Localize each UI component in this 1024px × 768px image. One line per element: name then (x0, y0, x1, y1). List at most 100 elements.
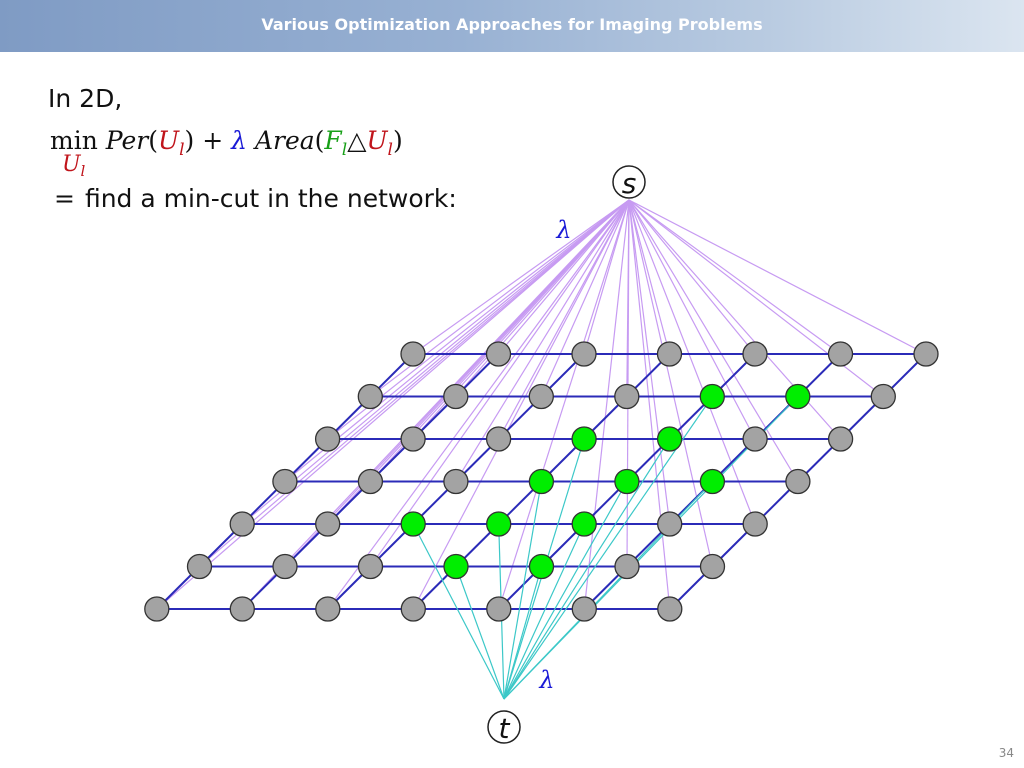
source-edge (199, 199, 630, 567)
min-cut-statement: = find a min-cut in the network: (54, 184, 457, 213)
sink-edge (412, 523, 505, 700)
background-node (272, 553, 298, 580)
slide-title: Various Optimization Approaches for Imag… (261, 15, 763, 34)
source-edge (628, 199, 841, 355)
source-edge (583, 199, 630, 355)
objective-formula: min Per(Ul) + λ Area(Fl△Ul) (50, 126, 403, 160)
source-edge (156, 199, 630, 610)
symmetric-difference: △ (347, 126, 367, 155)
foreground-node (571, 426, 597, 452)
foreground-node (699, 468, 726, 495)
foreground-node (614, 468, 640, 495)
network-text: find a min-cut in the network: (84, 184, 457, 213)
source-edge (628, 199, 671, 525)
background-node (571, 341, 597, 367)
page-number: 34 (998, 746, 1014, 760)
source-edge (455, 199, 630, 482)
foreground-node (656, 426, 683, 452)
source-edge (498, 199, 630, 355)
foreground-node (528, 468, 555, 495)
background-node (657, 511, 683, 537)
background-node (571, 596, 597, 622)
background-node (785, 468, 811, 495)
source-edge (540, 199, 630, 397)
source-edge (327, 199, 630, 610)
source-label: s (622, 167, 637, 200)
source-node (612, 165, 646, 199)
source-edge (583, 199, 630, 610)
background-node (528, 383, 554, 410)
source-edge (241, 199, 630, 525)
sink-edge-lambda-label: λ (538, 666, 554, 694)
background-node (357, 383, 383, 410)
source-edge (628, 199, 756, 355)
background-node (314, 426, 341, 452)
perimeter-function: Per (105, 126, 149, 155)
slide-header: Various Optimization Approaches for Imag… (0, 0, 1024, 52)
sink-edges (412, 396, 799, 700)
background-node (656, 341, 683, 367)
background-node (357, 468, 384, 495)
background-node (400, 596, 426, 622)
foreground-node (443, 553, 469, 580)
background-node (400, 341, 426, 367)
sink-edge (455, 566, 505, 700)
background-node (357, 553, 384, 580)
equals-sign: = (54, 184, 75, 213)
source-edge-lambda-label: λ (555, 216, 571, 244)
source-edge (370, 199, 630, 567)
source-edge (498, 199, 630, 610)
background-node (229, 511, 255, 537)
background-node (443, 468, 469, 495)
background-node (485, 426, 512, 452)
background-node (827, 341, 854, 367)
sink-edge (503, 566, 543, 700)
min-operator: min (50, 126, 98, 155)
source-edge (498, 199, 630, 440)
source-edge (369, 199, 630, 397)
source-edge (628, 199, 756, 525)
sink-node (487, 710, 521, 744)
background-node (144, 596, 170, 622)
source-edge (628, 199, 671, 610)
sink-label: t (499, 712, 511, 745)
background-node (443, 383, 469, 410)
sink-edge (503, 481, 628, 700)
foreground-node (571, 511, 597, 537)
foreground-node (400, 511, 426, 537)
sink-edge (503, 438, 671, 700)
background-node (742, 341, 768, 367)
source-edge (628, 199, 714, 567)
source-edge (412, 199, 630, 355)
background-node (315, 596, 341, 622)
plus-sign: + (202, 126, 224, 155)
background-node (229, 596, 255, 622)
grid-nodes (144, 341, 939, 622)
area-function: Area (254, 126, 315, 155)
background-node (315, 511, 341, 537)
source-edge (241, 199, 630, 610)
background-node (186, 553, 213, 580)
background-node (614, 383, 640, 410)
source-edge (628, 199, 671, 355)
background-node (699, 553, 726, 580)
intro-text: In 2D, (48, 84, 123, 113)
foreground-node (528, 553, 555, 580)
background-node (400, 426, 426, 452)
background-node (913, 341, 939, 367)
source-edge (628, 199, 927, 355)
sink-edge (503, 481, 542, 700)
source-edge (628, 199, 756, 440)
background-node (742, 426, 768, 452)
background-node (272, 468, 298, 495)
foreground-node (785, 383, 811, 410)
source-edge (412, 199, 630, 610)
background-node (614, 553, 640, 580)
source-edge (284, 199, 630, 482)
background-node (870, 383, 896, 410)
background-node (486, 596, 512, 622)
foreground-node (486, 511, 512, 537)
sink-edge (503, 523, 585, 700)
background-node (485, 341, 512, 367)
